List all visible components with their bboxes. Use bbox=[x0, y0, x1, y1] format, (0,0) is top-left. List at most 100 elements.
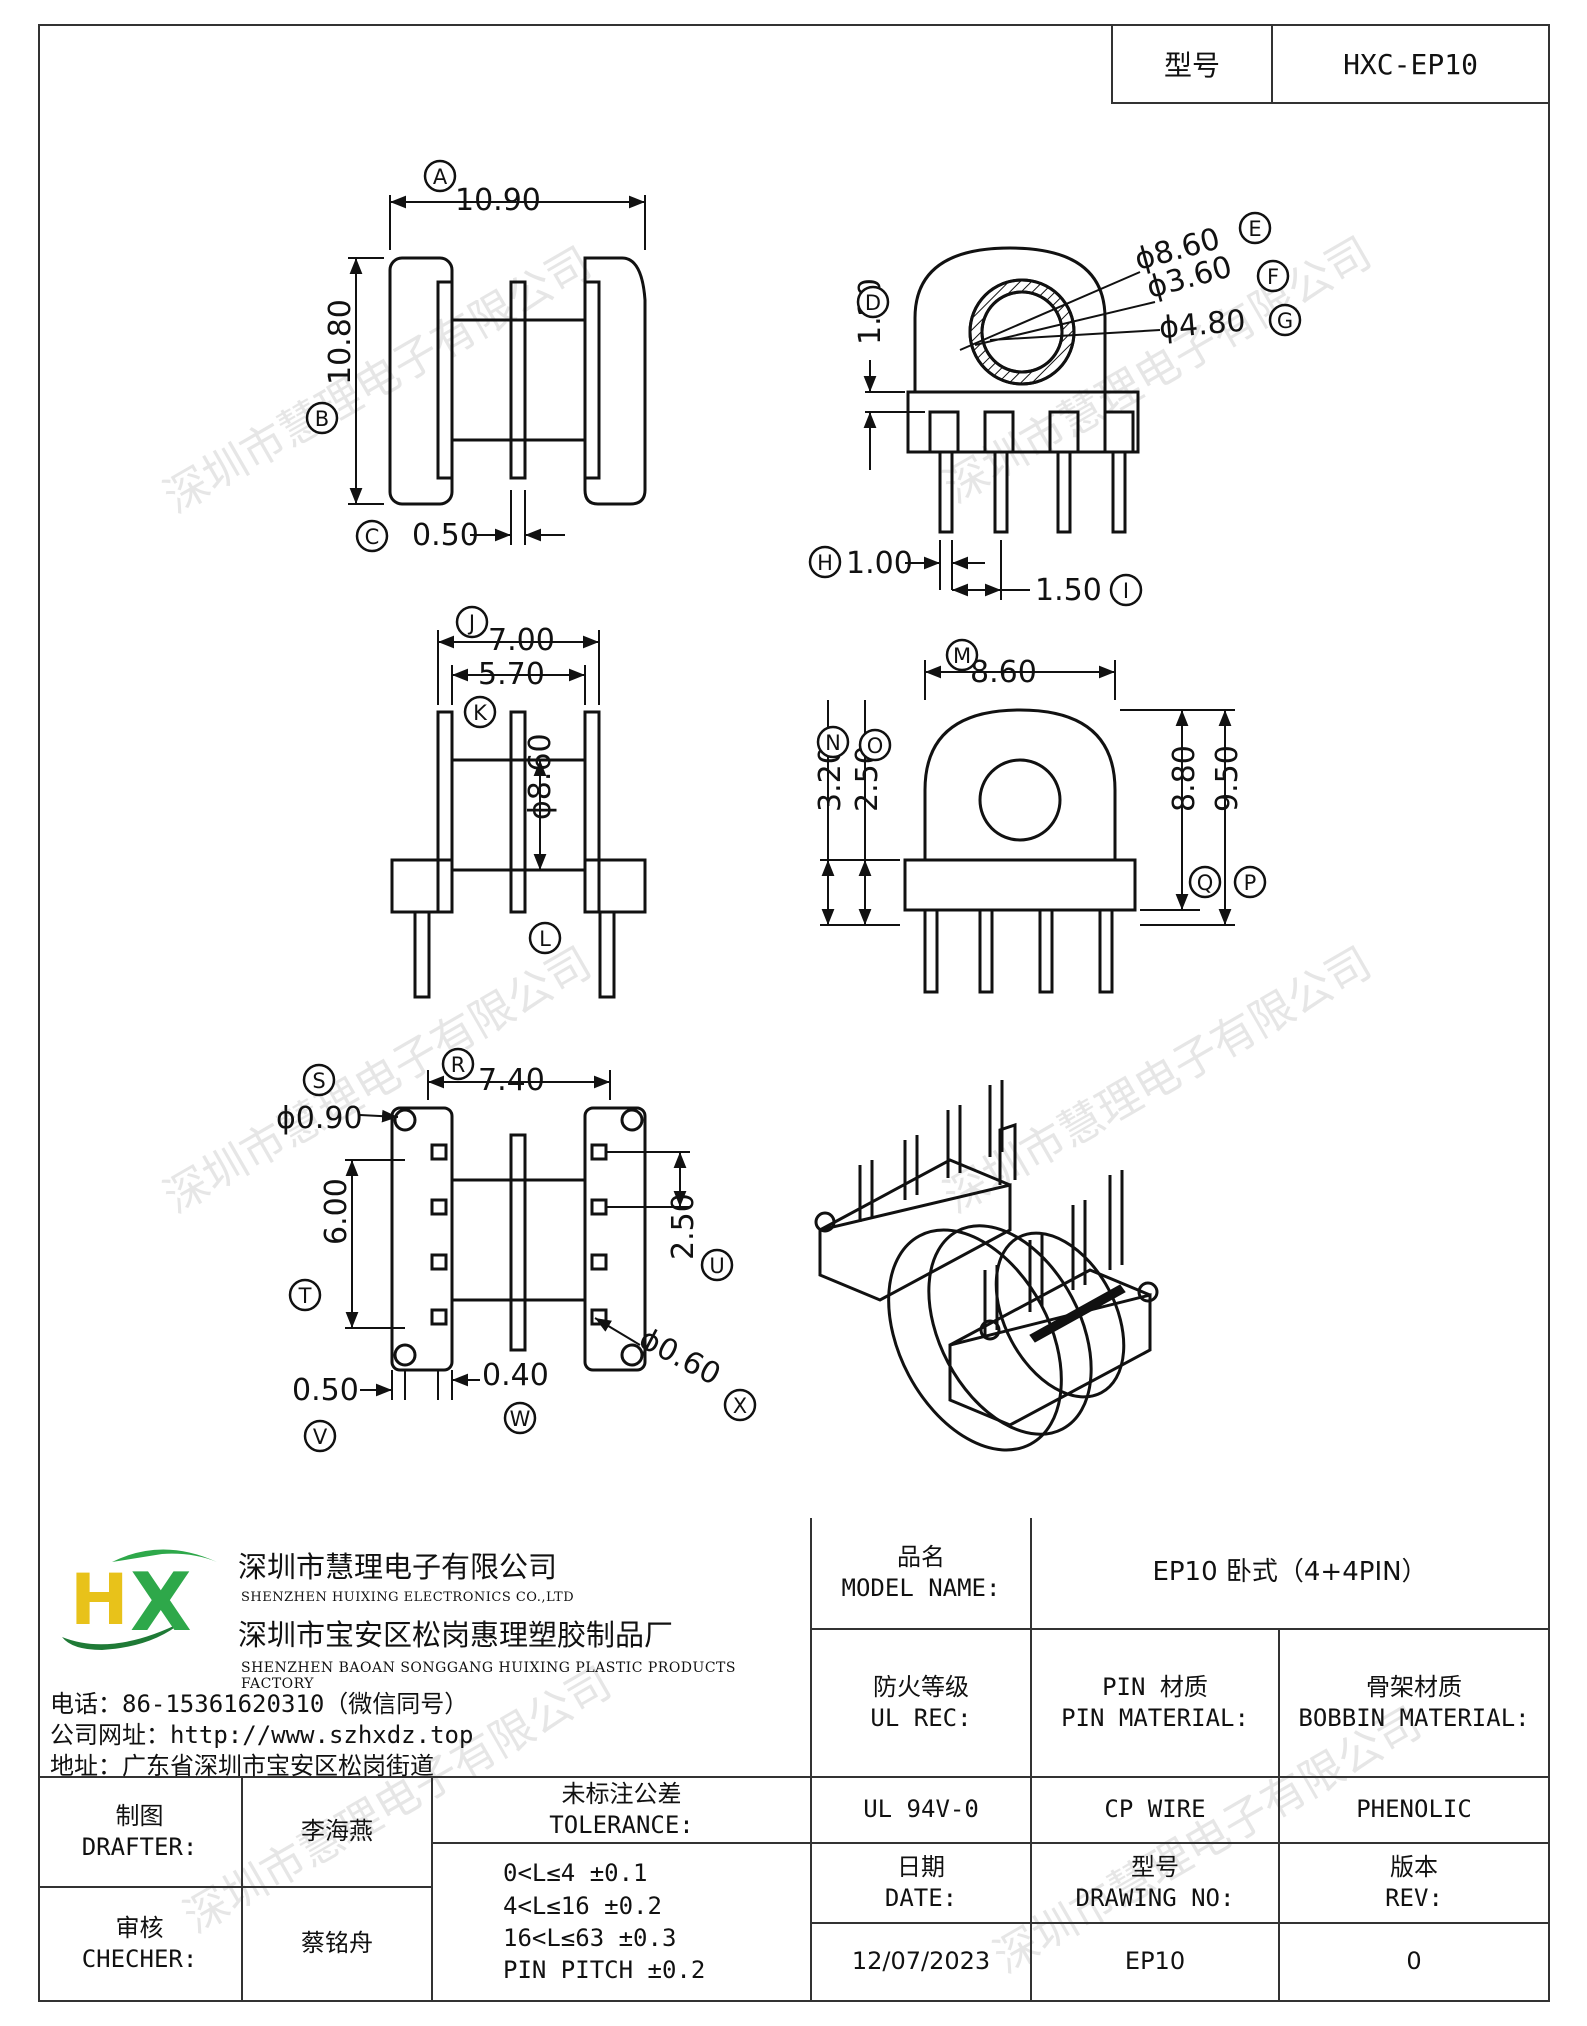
company-phone: 电话：86-15361620310（微信同号） bbox=[50, 1690, 469, 1718]
callout-letter-x: X bbox=[733, 1394, 747, 1418]
dimension-v: 0.50 bbox=[292, 1373, 359, 1408]
dimension-r: 7.40 bbox=[478, 1063, 545, 1098]
callout-circle-i bbox=[1109, 573, 1143, 607]
bobbin-material-label: 骨架材质 BOBBIN MATERIAL: bbox=[1280, 1630, 1550, 1778]
callout-letter-g: G bbox=[1277, 309, 1293, 333]
dimension-l: ϕ8.60 bbox=[523, 733, 558, 820]
dimension-t: 6.00 bbox=[319, 1178, 354, 1245]
dimension-u: 2.50 bbox=[666, 1193, 701, 1260]
model-value: HXC-EP10 bbox=[1343, 47, 1478, 81]
callout-circle-p bbox=[1233, 865, 1267, 899]
callout-letter-b: B bbox=[315, 407, 329, 431]
view-side-mid-left bbox=[390, 630, 647, 999]
rev-en: REV: bbox=[1385, 1884, 1443, 1912]
callout-circle-a bbox=[423, 159, 457, 193]
ul-rec-en: UL REC: bbox=[870, 1704, 972, 1732]
dimension-c: 0.50 bbox=[412, 518, 479, 553]
drawing-no-en: DRAWING NO: bbox=[1075, 1884, 1235, 1912]
callout-letter-m: M bbox=[953, 644, 971, 668]
tolerance-label: 未标注公差 TOLERANCE: bbox=[433, 1778, 812, 1844]
callout-letter-t: T bbox=[298, 1284, 312, 1308]
model-name-label: 品名 MODEL NAME: bbox=[812, 1518, 1032, 1630]
callout-letter-n: N bbox=[825, 731, 841, 755]
dimension-j: 7.00 bbox=[488, 623, 555, 658]
title-block: H X 深圳市慧理电子有限公司 SHENZHEN HUIXING ELECTRO… bbox=[38, 1518, 1550, 2002]
dimension-b: 10.80 bbox=[323, 299, 358, 385]
pin-material-en: PIN MATERIAL: bbox=[1061, 1704, 1249, 1732]
callout-letter-k: K bbox=[473, 701, 488, 725]
callout-circle-u bbox=[700, 1248, 734, 1282]
model-box: 型号 HXC-EP10 bbox=[1111, 24, 1550, 104]
callout-letter-o: O bbox=[867, 734, 884, 758]
factory-name-cn: 深圳市宝安区松岗惠理塑胶制品厂 bbox=[238, 1618, 674, 1652]
dimension-h: 1.00 bbox=[846, 546, 913, 581]
callout-letter-e: E bbox=[1248, 217, 1261, 241]
tolerance-line: 16<L≤63 ±0.3 bbox=[503, 1924, 677, 1952]
company-logo: H X bbox=[62, 1549, 217, 1650]
company-website: 公司网址：http://www.szhxdz.top bbox=[50, 1721, 474, 1749]
company-name-cn: 深圳市慧理电子有限公司 bbox=[238, 1550, 558, 1584]
technical-drawing: 10.9010.800.501.20ϕ8.60ϕ3.60ϕ4.801.001.5… bbox=[276, 159, 1302, 1453]
dimension-p: 9.50 bbox=[1210, 745, 1245, 812]
callout-letter-i: I bbox=[1123, 579, 1129, 603]
company-name-en: SHENZHEN HUIXING ELECTRONICS CO.,LTD bbox=[241, 1590, 575, 1605]
model-name-cn: 品名 bbox=[897, 1542, 945, 1571]
view-side-top-left bbox=[348, 195, 647, 545]
ul-rec-label: 防火等级 UL REC: bbox=[812, 1630, 1032, 1778]
callout-circle-j bbox=[455, 605, 489, 639]
model-label: 型号 bbox=[1113, 26, 1273, 102]
view-isometric bbox=[814, 1080, 1159, 1452]
callout-circle-o bbox=[858, 728, 892, 762]
callout-letter-u: U bbox=[709, 1254, 724, 1278]
callout-letter-r: R bbox=[451, 1053, 466, 1077]
callout-circle-l bbox=[528, 921, 562, 955]
date-label: 日期 DATE: bbox=[812, 1844, 1032, 1924]
dimension-g: ϕ4.80 bbox=[1158, 304, 1247, 346]
callout-letter-f: F bbox=[1267, 265, 1279, 289]
date-en: DATE: bbox=[884, 1884, 958, 1912]
model-name-value: EP10 卧式（4+4PIN） bbox=[1032, 1518, 1550, 1630]
drafter-en: DRAFTER: bbox=[81, 1833, 198, 1861]
drafter-label: 制图 DRAFTER: bbox=[38, 1778, 243, 1888]
callout-circle-q bbox=[1188, 865, 1222, 899]
view-front-mid-right bbox=[820, 660, 1235, 994]
dimension-s: ϕ0.90 bbox=[276, 1101, 363, 1136]
checker-name: 蔡铭舟 bbox=[243, 1888, 433, 2002]
checker-label: 审核 CHECHER: bbox=[38, 1888, 243, 2002]
factory-name-en: SHENZHEN BAOAN SONGGANG HUIXING PLASTIC … bbox=[241, 1660, 736, 1692]
tolerance-values: 0<L≤4 ±0.1 4<L≤16 ±0.2 16<L≤63 ±0.3 PIN … bbox=[433, 1844, 812, 2002]
drafter-name: 李海燕 bbox=[243, 1778, 433, 1888]
view-front-top-right bbox=[863, 246, 1161, 600]
ul-rec-cn: 防火等级 bbox=[873, 1672, 969, 1701]
callout-circle-s bbox=[302, 1063, 336, 1097]
callout-circle-b bbox=[305, 401, 339, 435]
checker-cn: 审核 bbox=[115, 1913, 164, 1942]
dimension-i: 1.50 bbox=[1035, 573, 1102, 608]
callout-circle-g bbox=[1268, 303, 1302, 337]
callout-letter-s: S bbox=[312, 1069, 325, 1093]
callout-circle-w bbox=[503, 1401, 537, 1435]
callout-circle-e bbox=[1238, 211, 1272, 245]
pin-material-label: PIN 材质 PIN MATERIAL: bbox=[1032, 1630, 1280, 1778]
checker-en: CHECHER: bbox=[81, 1945, 198, 1973]
pin-material-value: CP WIRE bbox=[1032, 1778, 1280, 1844]
callout-letter-l: L bbox=[539, 927, 551, 951]
drawing-no-cn: 型号 bbox=[1131, 1852, 1179, 1881]
callout-letter-h: H bbox=[817, 551, 833, 575]
callout-circle-k bbox=[463, 695, 497, 729]
callout-circle-f bbox=[1256, 259, 1290, 293]
drawing-no-label: 型号 DRAWING NO: bbox=[1032, 1844, 1280, 1924]
date-value: 12/07/2023 bbox=[812, 1924, 1032, 2002]
dimension-m: 8.60 bbox=[970, 655, 1037, 690]
dimension-a: 10.90 bbox=[455, 183, 541, 218]
callout-circle-d bbox=[856, 285, 890, 319]
tolerance-line: 4<L≤16 ±0.2 bbox=[503, 1891, 662, 1920]
pin-material-cn: PIN 材质 bbox=[1102, 1672, 1208, 1701]
ul-rec-value: UL 94V-0 bbox=[812, 1778, 1032, 1844]
bobbin-material-en: BOBBIN MATERIAL: bbox=[1298, 1704, 1530, 1732]
model-name-en: MODEL NAME: bbox=[841, 1574, 1001, 1602]
dimension-w: 0.40 bbox=[482, 1358, 549, 1393]
company-info: H X 深圳市慧理电子有限公司 SHENZHEN HUIXING ELECTRO… bbox=[38, 1518, 812, 1780]
callout-circle-x bbox=[723, 1388, 757, 1422]
callout-letter-v: V bbox=[313, 1425, 328, 1449]
